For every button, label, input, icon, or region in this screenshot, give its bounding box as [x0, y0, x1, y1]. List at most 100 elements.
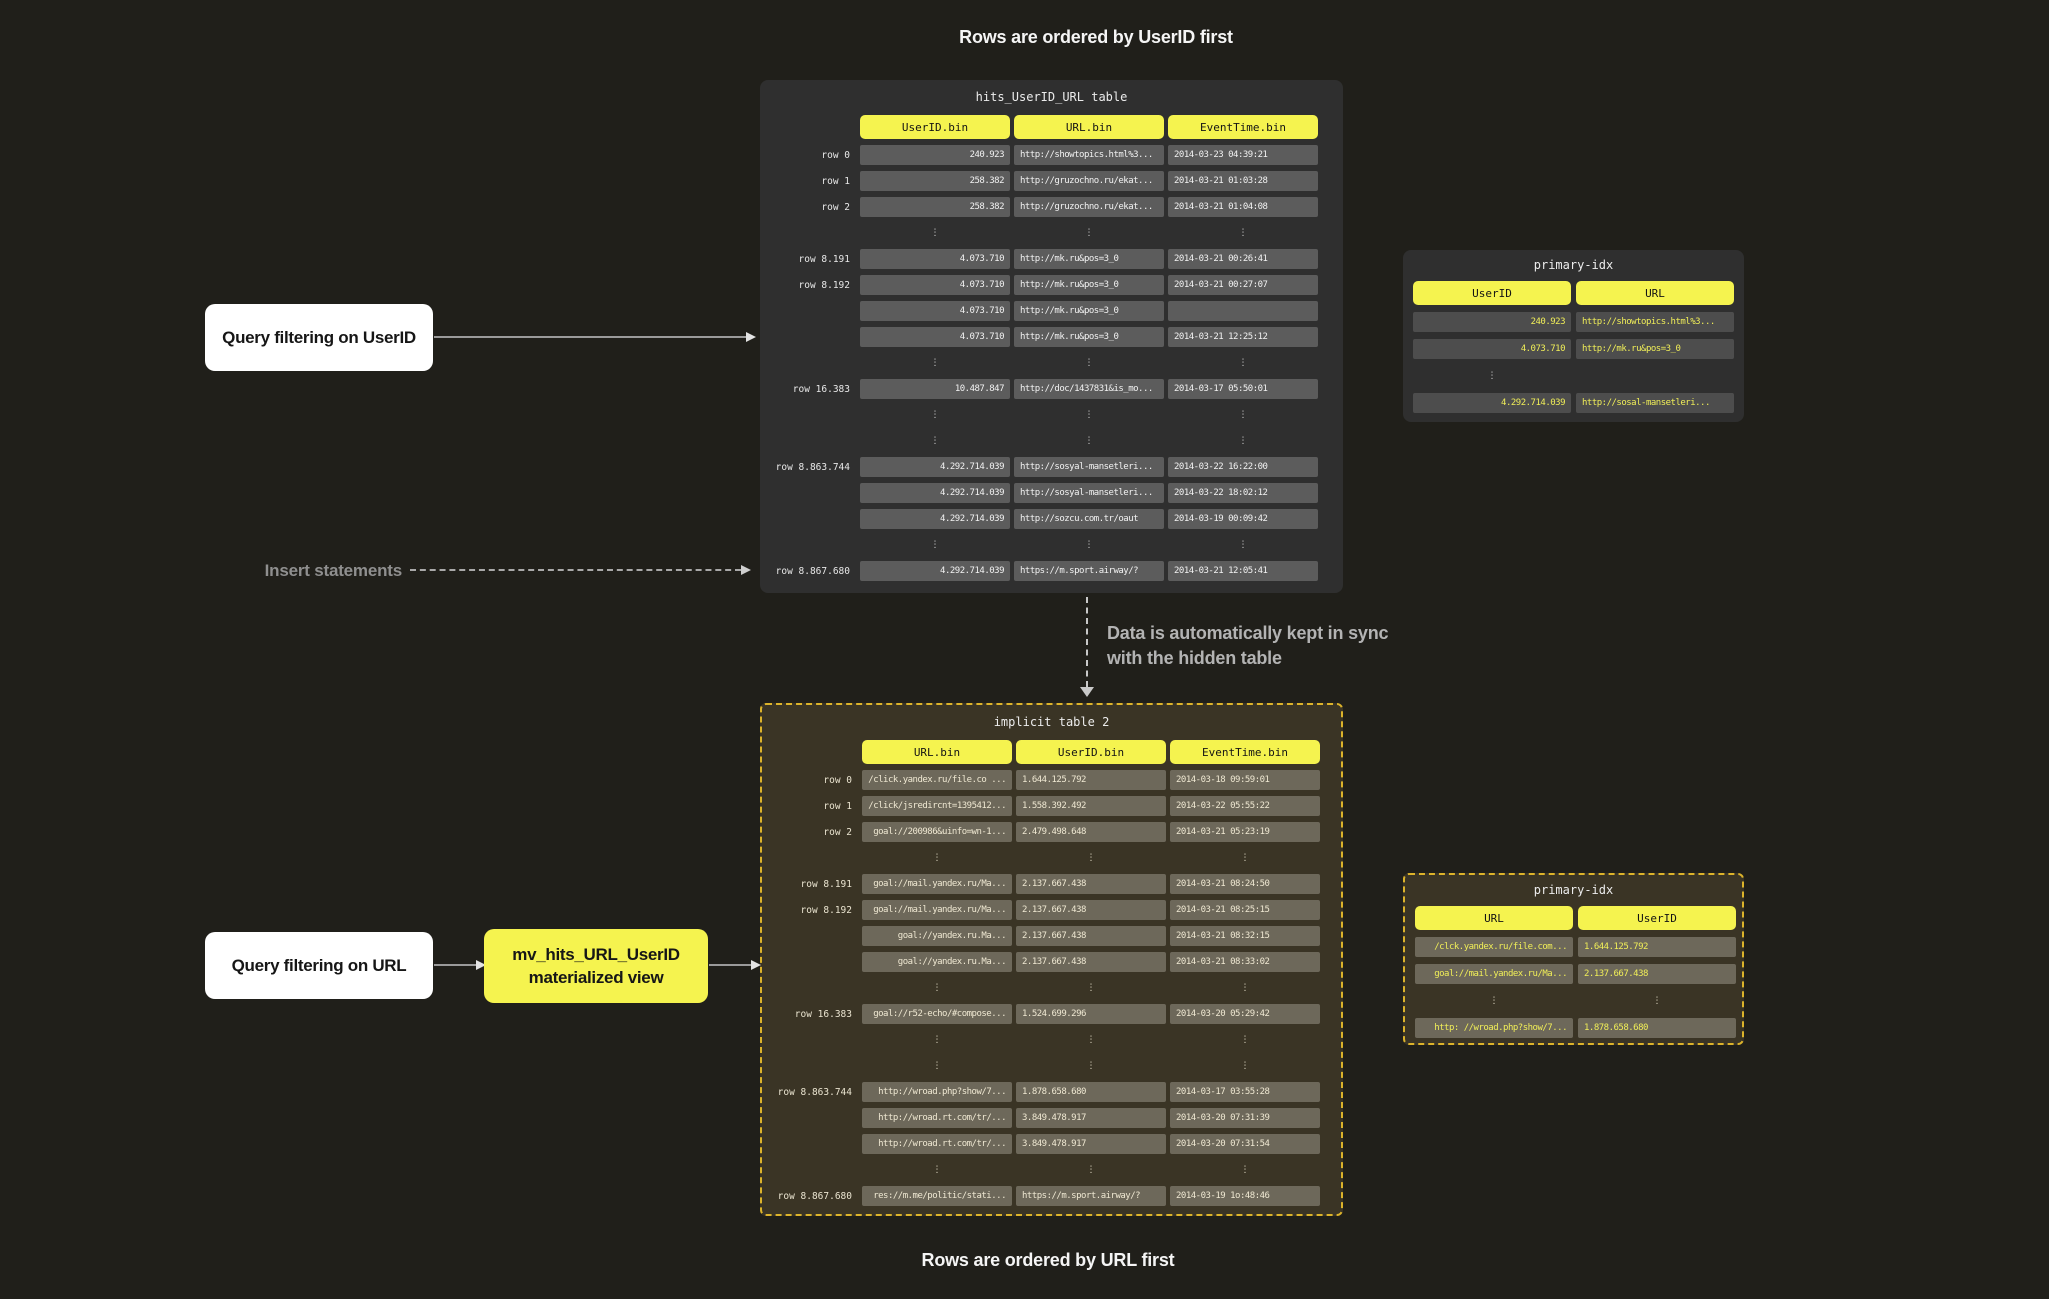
ellipsis-cell: ⋮: [1240, 1165, 1250, 1175]
row-label: row 8.191: [800, 878, 852, 890]
table-row: goal://mail.yandex.ru/Ma...2.137.667.438: [1405, 964, 1742, 984]
table-cell: 2014-03-23 04:39:21: [1168, 145, 1318, 165]
table-title: primary-idx: [1533, 883, 1614, 897]
ellipsis-cell: ⋮: [1238, 436, 1248, 446]
userid-query-arrow-line: [434, 336, 746, 338]
ellipsis-row: ⋮: [1403, 366, 1744, 386]
insert-arrow-dashed-line: [410, 569, 741, 571]
table-row: http: //wroad.php?show/7...1.878.658.680: [1405, 1018, 1742, 1038]
table-cell: 240.923: [860, 145, 1010, 165]
table-cell: goal://200986&uinfo=wn-1...: [862, 822, 1012, 842]
table-cell: 3.849.478.917: [1016, 1134, 1166, 1154]
table-cell: http://gruzochno.ru/ekat...: [1014, 197, 1164, 217]
sync-note-line2: with the hidden table: [1107, 648, 1282, 668]
table-cell: /clck.yandex.ru/file.com...: [1415, 937, 1573, 957]
column-header: UserID.bin: [860, 115, 1010, 139]
table-cell: 240.923: [1413, 312, 1571, 332]
ellipsis-cell: ⋮: [930, 228, 940, 238]
table-cell: 2014-03-21 01:03:28: [1168, 171, 1318, 191]
table-cell: http://wroad.php?show/7...: [862, 1082, 1012, 1102]
table-title: hits_UserID_URL table: [975, 90, 1128, 104]
ellipsis-cell: ⋮: [1086, 853, 1096, 863]
table-cell: http://doc/1437831&is_mo...: [1014, 379, 1164, 399]
materialized-view-line2: materialized view: [528, 968, 664, 987]
ellipsis-cell: ⋮: [930, 540, 940, 550]
row-label: row 8.192: [800, 904, 852, 916]
ellipsis-row: ⋮⋮⋮: [762, 1056, 1341, 1076]
table-cell: https://m.sport.airway/?: [1014, 561, 1164, 581]
table-cell: 2014-03-21 08:32:15: [1170, 926, 1320, 946]
column-header: UserID.bin: [1016, 740, 1166, 764]
table-cell: http://wroad.rt.com/tr/...: [862, 1134, 1012, 1154]
table-cell: 4.292.714.039: [1413, 393, 1571, 413]
table-cell: http://wroad.rt.com/tr/...: [862, 1108, 1012, 1128]
table-cell: 1.878.658.680: [1578, 1018, 1736, 1038]
table-cell: http://sosal-mansetleri...: [1576, 393, 1734, 413]
row-label: row 2: [821, 201, 850, 213]
table-cell: 2014-03-22 16:22:00: [1168, 457, 1318, 477]
table-cell: goal://mail.yandex.ru/Ma...: [862, 874, 1012, 894]
row-label: row 8.863.744: [775, 461, 850, 473]
table-cell: 4.292.714.039: [860, 509, 1010, 529]
table-cell: 2014-03-21 00:27:07: [1168, 275, 1318, 295]
row-label: row 1: [821, 175, 850, 187]
table-cell: http://sosyal-mansetleri...: [1014, 457, 1164, 477]
table-cell: [1168, 301, 1318, 321]
ellipsis-cell: ⋮: [1652, 996, 1662, 1006]
table-cell: 2014-03-21 00:26:41: [1168, 249, 1318, 269]
table-cell: 4.073.710: [860, 275, 1010, 295]
table-cell: 2.137.667.438: [1016, 952, 1166, 972]
table-cell: 4.073.710: [860, 327, 1010, 347]
ellipsis-row: ⋮⋮⋮: [760, 431, 1343, 451]
ellipsis-cell: ⋮: [1084, 436, 1094, 446]
table-cell: https://m.sport.airway/?: [1016, 1186, 1166, 1206]
table-cell: 2014-03-20 07:31:39: [1170, 1108, 1320, 1128]
ellipsis-row: ⋮⋮⋮: [760, 405, 1343, 425]
column-header: URL.bin: [862, 740, 1012, 764]
ellipsis-row: ⋮⋮⋮: [760, 535, 1343, 555]
column-header: EventTime.bin: [1168, 115, 1318, 139]
column-header: URL: [1415, 906, 1573, 930]
table-cell: 2014-03-21 05:23:19: [1170, 822, 1320, 842]
row-label: row 8.863.744: [777, 1086, 852, 1098]
table-cell: goal://yandex.ru.Ma...: [862, 952, 1012, 972]
table-cell: 2014-03-21 01:04:08: [1168, 197, 1318, 217]
table-cell: 2014-03-20 07:31:54: [1170, 1134, 1320, 1154]
table-cell: goal://mail.yandex.ru/Ma...: [862, 900, 1012, 920]
column-header: URL: [1576, 281, 1734, 305]
table-cell: 2014-03-21 12:05:41: [1168, 561, 1318, 581]
ellipsis-cell: ⋮: [932, 1035, 942, 1045]
table-cell: 4.073.710: [860, 249, 1010, 269]
table-cell: 2014-03-18 09:59:01: [1170, 770, 1320, 790]
ellipsis-cell: ⋮: [932, 1165, 942, 1175]
ellipsis-cell: ⋮: [1240, 1035, 1250, 1045]
table-cell: 4.073.710: [860, 301, 1010, 321]
table-cell: http://mk.ru&pos=3_0: [1014, 249, 1164, 269]
ellipsis-cell: ⋮: [930, 358, 940, 368]
table-title: primary-idx: [1533, 258, 1614, 272]
table-cell: http://showtopics.html%3...: [1576, 312, 1734, 332]
query-filtering-url-label: Query filtering on URL: [231, 955, 407, 975]
row-label: row 1: [823, 800, 852, 812]
table-cell: http://mk.ru&pos=3_0: [1014, 301, 1164, 321]
table-cell: http://gruzochno.ru/ekat...: [1014, 171, 1164, 191]
row-label: row 0: [823, 774, 852, 786]
